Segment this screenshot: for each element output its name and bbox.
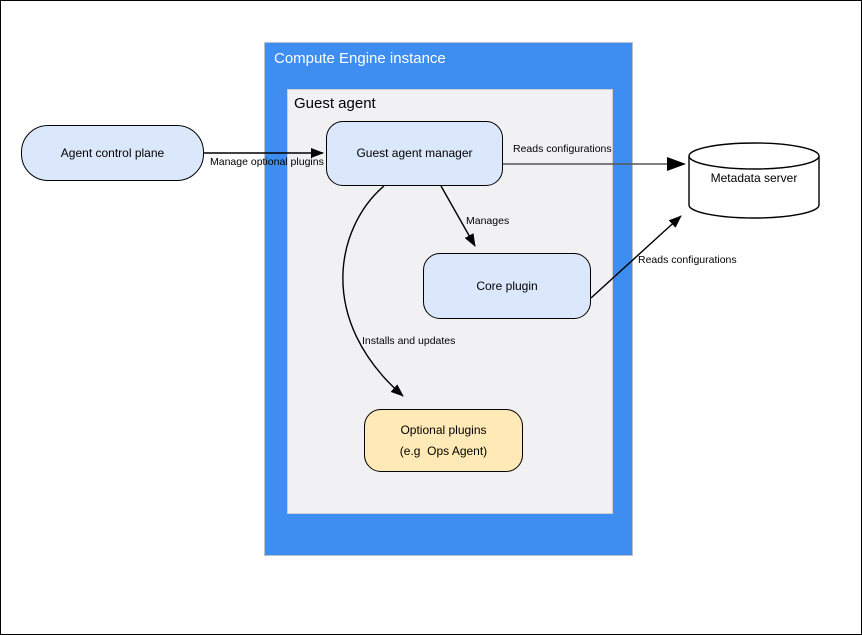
- cylinder-body: [688, 156, 820, 219]
- metadata-server-label: Metadata server: [710, 171, 798, 185]
- optional-plugins-label-line1: Optional plugins: [400, 422, 487, 437]
- node-guest-agent-manager: Guest agent manager: [326, 121, 503, 186]
- node-optional-plugins: Optional plugins (e.g Ops Agent): [364, 409, 523, 472]
- edge-label-installs-and-updates: Installs and updates: [362, 335, 456, 347]
- edge-label-manage-optional-plugins: Manage optional plugins: [210, 156, 324, 168]
- edge-label-manages: Manages: [466, 215, 510, 227]
- compute-engine-instance-title: Compute Engine instance: [274, 50, 446, 67]
- node-core-plugin: Core plugin: [423, 253, 591, 319]
- cylinder-top: [688, 142, 820, 170]
- core-plugin-label: Core plugin: [476, 278, 538, 293]
- edge-label-core-reads-configurations: Reads configurations: [638, 254, 737, 266]
- optional-plugins-label-line2: (e.g Ops Agent): [399, 443, 488, 458]
- edge-label-manager-reads-configurations: Reads configurations: [513, 143, 612, 155]
- guest-agent-manager-label: Guest agent manager: [356, 146, 473, 160]
- guest-agent-title: Guest agent: [294, 95, 376, 112]
- node-agent-control-plane: Agent control plane: [21, 125, 204, 181]
- agent-control-plane-label: Agent control plane: [60, 145, 165, 160]
- node-metadata-server-cylinder: [688, 142, 820, 219]
